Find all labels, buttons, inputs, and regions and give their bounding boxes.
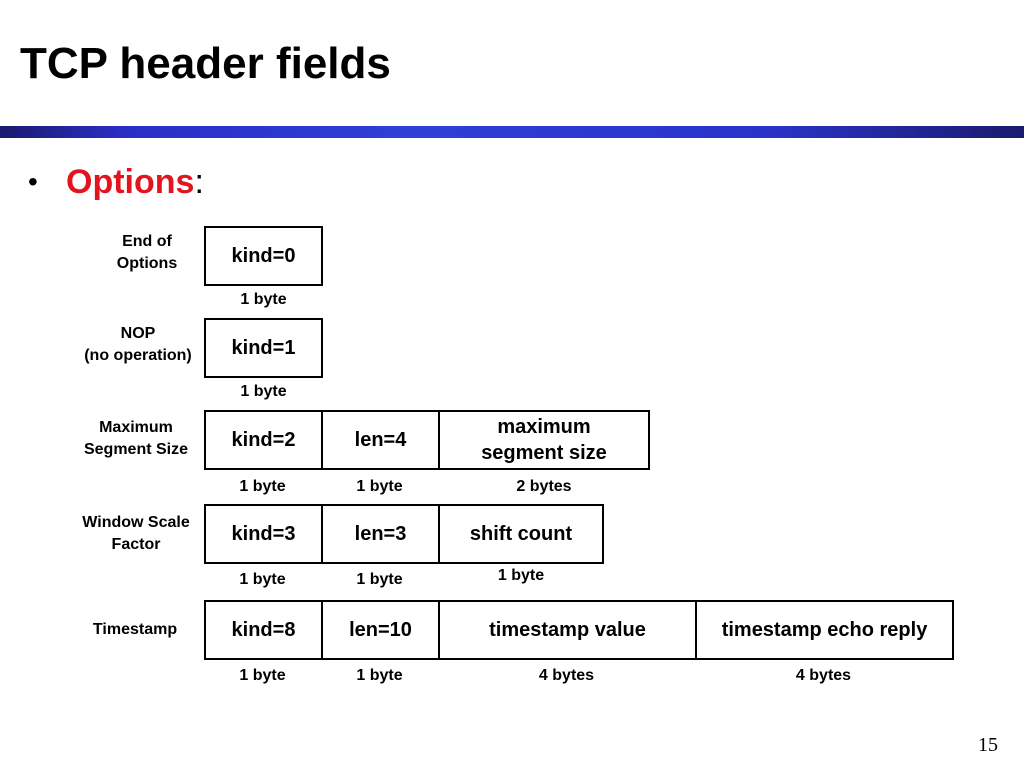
option-label-line: End of	[122, 233, 172, 250]
field-size: 1 byte	[356, 478, 403, 495]
field-cell: len=4	[321, 410, 440, 470]
field-size: 1 byte	[497, 567, 545, 584]
option-fields-nop: kind=1	[204, 318, 323, 378]
field-text: kind=0	[231, 245, 296, 267]
options-colon: :	[194, 163, 204, 201]
option-label-line: NOP	[120, 325, 156, 342]
option-label-line: Factor	[111, 536, 161, 553]
field-cell: len=10	[321, 600, 440, 660]
field-text: kind=2	[231, 429, 296, 451]
option-fields-end-of-options: kind=0	[204, 226, 323, 286]
option-label-nop: NOP (no operation)	[72, 323, 204, 367]
option-label-line: Maximum	[99, 419, 173, 436]
option-sizes-nop: 1 byte	[204, 382, 323, 402]
option-label-line: Segment Size	[83, 441, 189, 458]
option-label-line: (no operation)	[84, 347, 192, 364]
option-fields-timestamp: kind=8 len=10 timestamp value timestamp …	[204, 600, 954, 660]
field-cell: kind=8	[204, 600, 323, 660]
field-text: timestamp echo reply	[721, 619, 928, 641]
field-cell: kind=0	[204, 226, 323, 286]
field-text: len=4	[354, 429, 407, 451]
option-fields-mss: kind=2 len=4 maximum segment size	[204, 410, 650, 470]
field-size: 4 bytes	[795, 667, 852, 684]
field-size: 1 byte	[356, 667, 403, 684]
field-cell: kind=1	[204, 318, 323, 378]
field-text: kind=3	[231, 523, 296, 545]
field-cell: len=3	[321, 504, 440, 564]
field-size: 4 bytes	[538, 667, 595, 684]
field-text: shift count	[469, 523, 573, 545]
field-size: 1 byte	[356, 571, 403, 588]
field-text: maximum	[497, 416, 591, 438]
field-cell: timestamp echo reply	[695, 600, 954, 660]
option-label-mss: Maximum Segment Size	[72, 417, 200, 461]
slide-number: 15	[978, 734, 998, 756]
options-bullet: • Options :	[28, 162, 204, 202]
field-text: len=3	[354, 523, 407, 545]
option-sizes-end-of-options: 1 byte	[204, 290, 323, 310]
field-size: 1 byte	[239, 571, 286, 588]
field-size: 1 byte	[239, 478, 286, 495]
option-label-timestamp: Timestamp	[82, 619, 188, 641]
bullet-dot-icon: •	[28, 166, 38, 197]
slide-title: TCP header fields	[20, 39, 391, 88]
field-size: 1 byte	[240, 291, 287, 308]
option-sizes-mss: 1 byte 1 byte 2 bytes	[204, 477, 650, 497]
option-fields-window-scale: kind=3 len=3 shift count	[204, 504, 604, 564]
option-sizes-timestamp: 1 byte 1 byte 4 bytes 4 bytes	[204, 666, 952, 686]
field-cell: timestamp value	[438, 600, 697, 660]
option-label-window-scale: Window Scale Factor	[70, 512, 202, 556]
field-cell: kind=2	[204, 410, 323, 470]
field-text: kind=1	[231, 337, 296, 359]
field-size: 1 byte	[239, 667, 286, 684]
field-cell: shift count	[438, 504, 604, 564]
field-size: 1 byte	[240, 383, 287, 400]
field-text: segment size	[481, 442, 607, 464]
field-text: len=10	[349, 619, 412, 641]
field-cell: maximum segment size	[438, 410, 650, 470]
title-divider	[0, 126, 1024, 138]
field-cell: kind=3	[204, 504, 323, 564]
field-size: 2 bytes	[516, 478, 572, 495]
field-text: timestamp value	[489, 619, 646, 641]
option-sizes-window-scale: 1 byte 1 byte 1 byte	[204, 567, 604, 590]
option-label-line: Timestamp	[92, 621, 178, 638]
options-heading: Options	[66, 163, 195, 201]
option-label-end-of-options: End of Options	[100, 231, 194, 275]
option-label-line: Options	[116, 255, 178, 272]
field-text: kind=8	[231, 619, 296, 641]
option-label-line: Window Scale	[82, 514, 190, 531]
